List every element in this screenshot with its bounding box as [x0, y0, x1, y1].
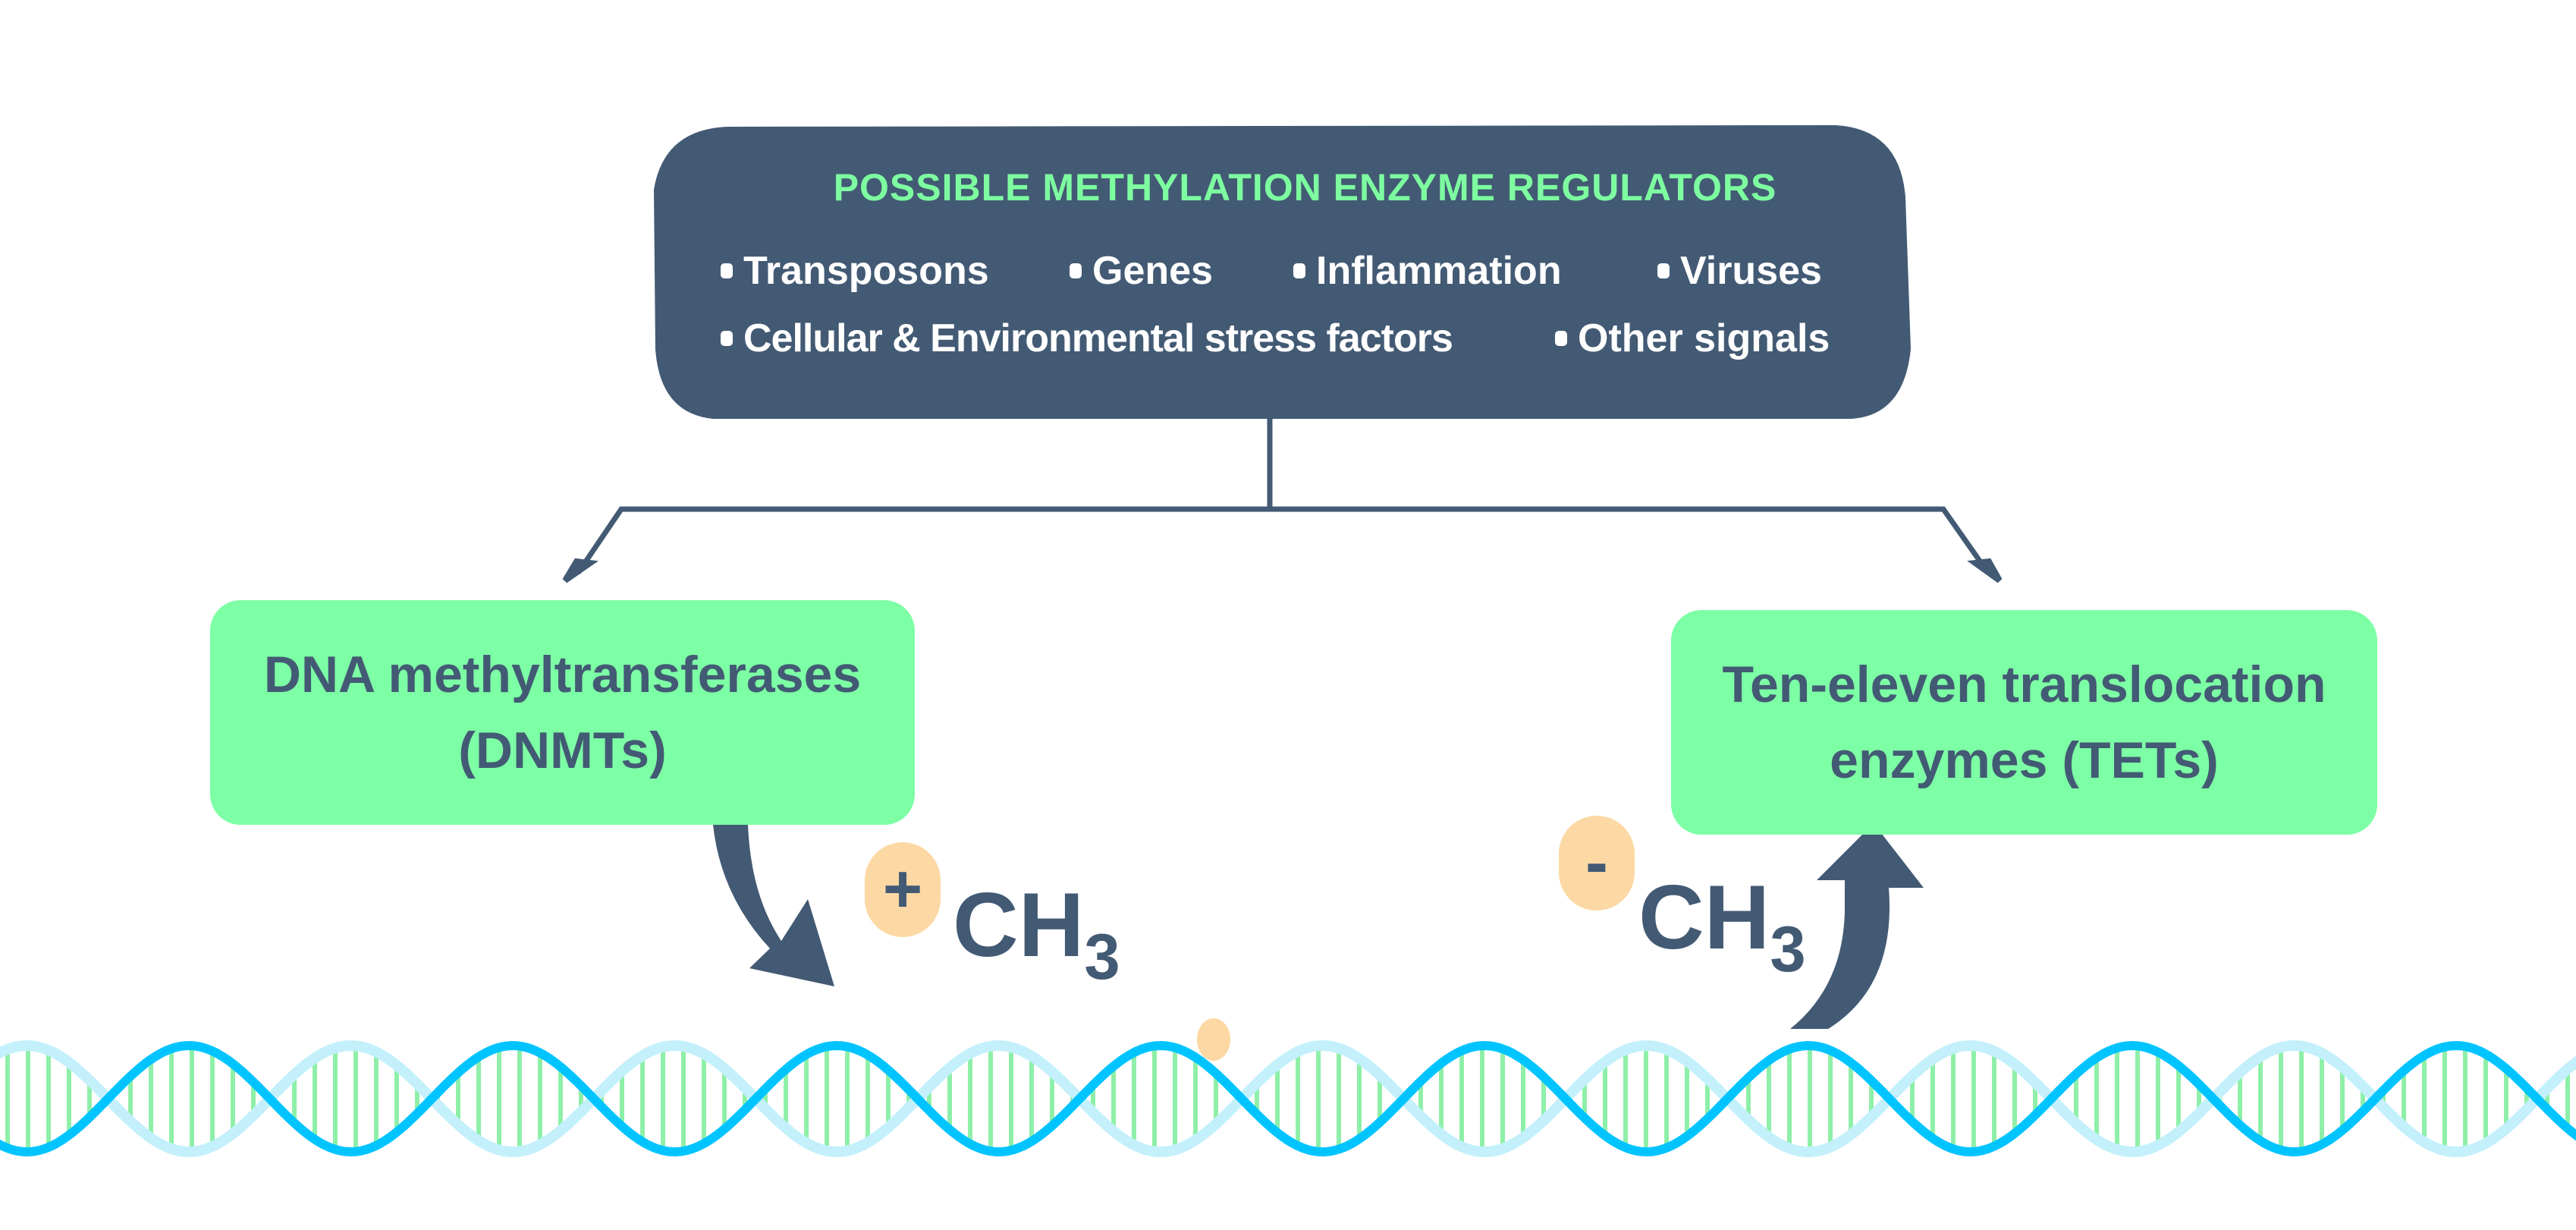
regulator-label: Genes	[1092, 249, 1213, 293]
dnmt-label-line1: DNA methyltransferases	[263, 646, 862, 703]
methyl-group-added: CH3	[953, 873, 1120, 995]
connector-lines	[576, 419, 1990, 575]
bullet-icon	[721, 263, 733, 278]
regulator-label: Viruses	[1680, 249, 1822, 293]
regulator-label: Inflammation	[1316, 249, 1562, 293]
bullet-icon	[1657, 263, 1670, 278]
regulator-item: Cellular & Environmental stress factors	[721, 316, 1453, 361]
regulator-item: Other signals	[1555, 316, 1830, 361]
tet-label-line2: enzymes (TETs)	[1830, 731, 2219, 789]
subscript-3: 3	[1084, 921, 1120, 993]
methyl-group-removed: CH3	[1638, 865, 1806, 987]
plus-badge: +	[865, 842, 941, 937]
demethylation-arrow	[1790, 823, 1924, 1029]
ch-label: CH	[953, 874, 1085, 976]
bullet-icon	[1070, 263, 1082, 278]
dnmt-label-line2: (DNMTs)	[458, 722, 667, 779]
regulator-label: Transposons	[743, 249, 989, 293]
dna-double-helix	[0, 1040, 2576, 1158]
methylation-arrow	[713, 825, 834, 986]
bullet-icon	[1555, 331, 1567, 346]
regulator-item: Transposons	[721, 248, 989, 294]
tet-box: Ten-eleven translocation enzymes (TETs)	[1671, 610, 2377, 835]
plus-icon: +	[882, 851, 923, 927]
regulator-label: Cellular & Environmental stress factors	[743, 316, 1453, 360]
arrowhead-right	[1967, 558, 2003, 584]
subscript-3: 3	[1770, 914, 1806, 986]
regulator-label: Other signals	[1578, 316, 1830, 360]
tet-label-line1: Ten-eleven translocation	[1722, 656, 2326, 713]
dna-strand-front	[0, 1040, 2576, 1157]
dna-strand-back	[0, 1040, 2576, 1158]
ch-label: CH	[1638, 867, 1770, 968]
dnmt-box: DNA methyltransferases (DNMTs)	[210, 600, 915, 825]
minus-icon: -	[1585, 825, 1608, 901]
regulators-title: POSSIBLE METHYLATION ENZYME REGULATORS	[833, 166, 1777, 209]
arrowhead-left	[562, 558, 599, 584]
methyl-group-marker	[1197, 1018, 1230, 1061]
regulator-item: Inflammation	[1293, 248, 1562, 294]
regulator-item: Viruses	[1657, 248, 1822, 294]
bullet-icon	[1293, 263, 1305, 278]
minus-badge: -	[1559, 816, 1635, 911]
regulators-box	[654, 125, 1911, 419]
bullet-icon	[721, 331, 733, 346]
regulator-item: Genes	[1070, 248, 1213, 294]
